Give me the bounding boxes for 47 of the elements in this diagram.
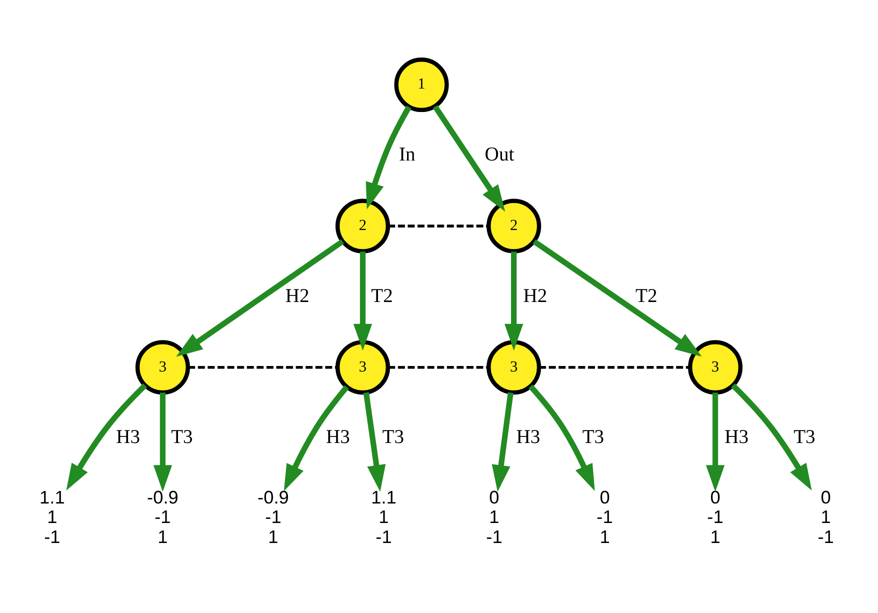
connector	[188, 366, 338, 369]
edge-label: T2	[636, 286, 658, 307]
arrow	[176, 239, 344, 357]
node-circle: 3	[335, 340, 390, 395]
edge-label: H3	[116, 427, 140, 448]
node-circle: 2	[486, 198, 542, 254]
edge-label: T3	[582, 427, 604, 448]
edge-label: H2	[285, 286, 310, 307]
node-text: 1.1 1 -1	[371, 488, 396, 547]
node-text: -0.9 -1 1	[147, 488, 178, 547]
node-circle: 3	[688, 340, 743, 395]
edge-label: T3	[794, 427, 816, 448]
arrow	[730, 383, 812, 490]
node-circle: 3	[135, 340, 190, 395]
edge-label: H3	[724, 427, 749, 448]
edge-label: In	[399, 144, 416, 166]
node-text: 0 1 -1	[818, 488, 834, 547]
edge-label: H2	[523, 286, 548, 307]
arrow	[532, 239, 702, 357]
arrow	[366, 106, 412, 210]
node-circle: 1	[394, 58, 449, 112]
connector	[388, 366, 488, 369]
connector	[388, 224, 488, 228]
edge-label: H3	[516, 427, 540, 448]
edge-label: Out	[484, 144, 514, 166]
arrow	[66, 383, 148, 490]
arrow	[492, 392, 514, 492]
arrow	[504, 252, 524, 351]
node-circle: 2	[335, 198, 390, 254]
arrow	[528, 384, 595, 491]
edge-label: T3	[171, 427, 193, 448]
arrow	[706, 392, 725, 492]
arrow	[284, 385, 349, 492]
edge-label: H3	[326, 427, 350, 448]
node-circle: 3	[486, 340, 542, 395]
node-text: 0 -1 1	[596, 488, 613, 547]
edge-label: T2	[371, 286, 393, 307]
node-text: 0 -1 1	[707, 488, 724, 547]
arrow	[153, 392, 172, 492]
node-text: -0.9 -1 1	[258, 488, 289, 547]
edge-label: T3	[382, 427, 404, 448]
connector	[539, 366, 690, 369]
arrow	[432, 105, 506, 212]
node-text: 1.1 1 -1	[40, 488, 65, 547]
arrow	[363, 392, 386, 492]
node-text: 0 1 -1	[486, 488, 502, 547]
arrow	[353, 252, 372, 351]
